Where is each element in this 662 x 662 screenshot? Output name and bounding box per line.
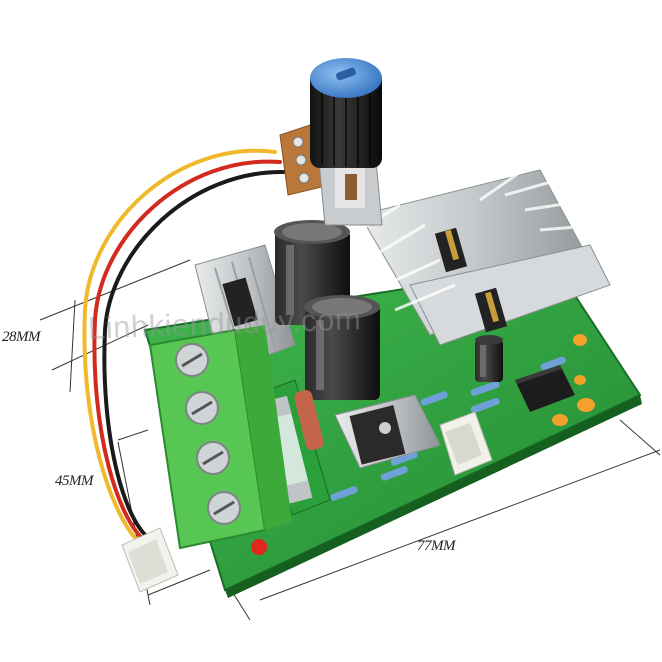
screw-terminal-block <box>148 325 292 550</box>
potentiometer <box>279 119 383 226</box>
capacitor-large-2 <box>304 295 380 400</box>
board-connector <box>439 411 493 476</box>
wire-connector <box>121 527 179 593</box>
knob-icon <box>310 58 382 168</box>
heatsink-regulator <box>334 394 441 469</box>
resistors <box>330 356 566 501</box>
red-led <box>251 539 267 555</box>
small-capacitor <box>475 335 503 382</box>
dimension-label-28mm: 28MM <box>2 329 41 345</box>
ceramic-capacitors <box>552 334 595 426</box>
dimension-lines <box>39 259 661 621</box>
ic-chip <box>515 365 575 412</box>
dimension-label-45mm: 45MM <box>55 473 94 489</box>
heatsink-right <box>359 153 611 346</box>
dimension-label-77mm: 77MM <box>417 538 456 554</box>
wires <box>82 148 287 550</box>
